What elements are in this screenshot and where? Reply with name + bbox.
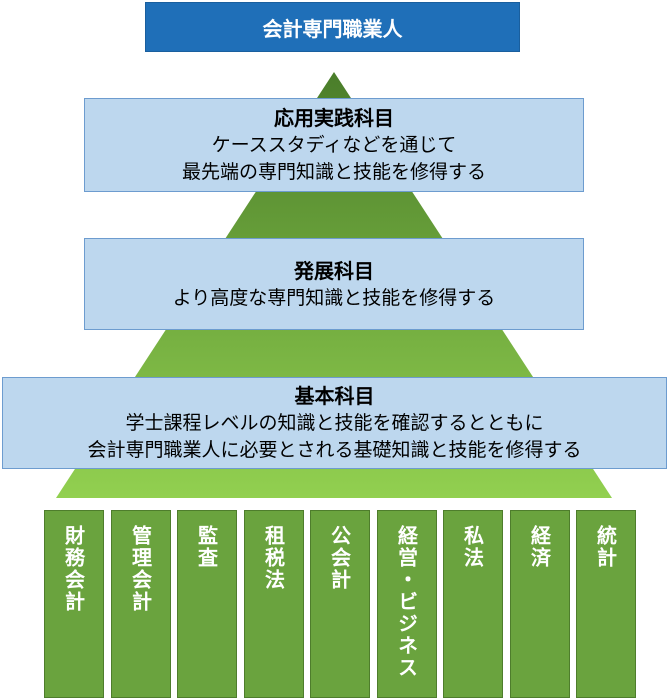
tier-title: 発展科目 bbox=[294, 258, 374, 283]
tier-description-line: 学士課程レベルの知識と技能を確認するとともに bbox=[125, 412, 544, 434]
tier-title: 応用実践科目 bbox=[274, 106, 394, 130]
subject-public-accounting: 公会計 bbox=[310, 510, 370, 698]
subject-auditing: 監査 bbox=[177, 510, 237, 698]
subject-economics: 経済 bbox=[510, 510, 570, 698]
tier-applied-practice: 応用実践科目 ケーススタディなどを通じて 最先端の専門知識と技能を修得する bbox=[84, 98, 584, 192]
tier-description-line: 最先端の専門知識と技能を修得する bbox=[181, 161, 486, 183]
tier-description-line: 会計専門職業人に必要とされる基礎知識と技能を修得する bbox=[87, 439, 582, 461]
tier-advanced: 発展科目 より高度な専門知識と技能を修得する bbox=[84, 238, 584, 330]
top-goal-box: 会計専門職業人 bbox=[145, 2, 520, 52]
top-goal-label: 会計専門職業人 bbox=[262, 16, 403, 41]
subject-management-accounting: 管理会計 bbox=[111, 510, 171, 698]
subject-statistics: 統計 bbox=[576, 510, 636, 698]
tier-title: 基本科目 bbox=[294, 384, 375, 408]
tier-description-line: より高度な専門知識と技能を修得する bbox=[172, 286, 496, 309]
subject-private-law: 私法 bbox=[443, 510, 503, 698]
tier-description-line: ケーススタディなどを通じて bbox=[211, 134, 457, 156]
subject-management-business: 経営・ビジネス bbox=[377, 510, 437, 698]
subject-tax-law: 租税法 bbox=[244, 510, 304, 698]
subject-financial-accounting: 財務会計 bbox=[44, 510, 104, 698]
tier-basic: 基本科目 学士課程レベルの知識と技能を確認するとともに 会計専門職業人に必要とさ… bbox=[2, 377, 667, 469]
